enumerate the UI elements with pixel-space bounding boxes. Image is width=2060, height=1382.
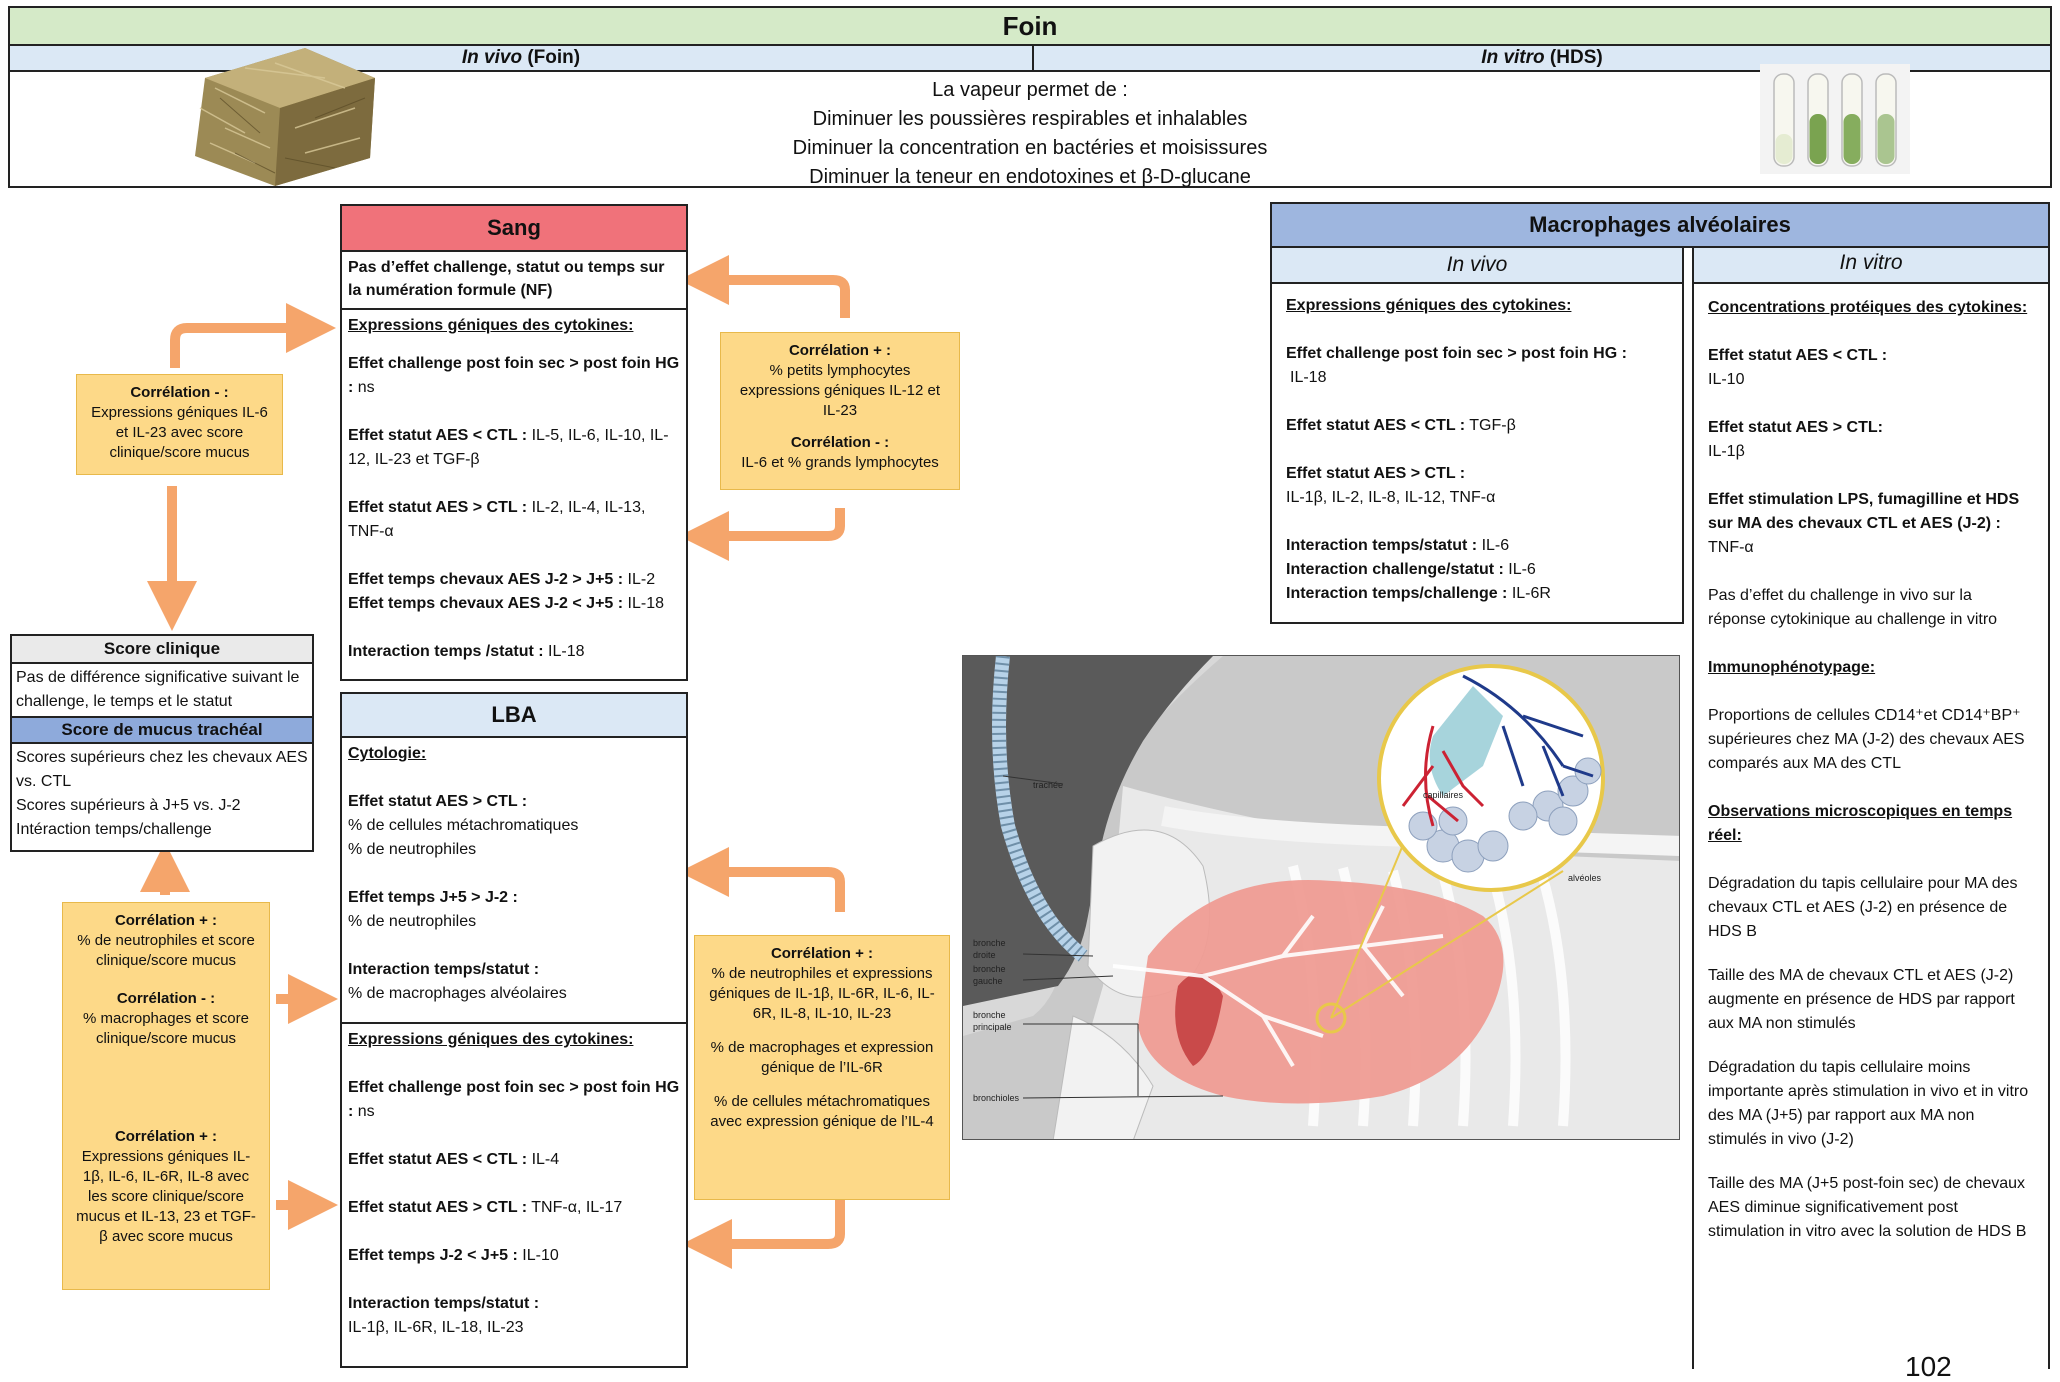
macro-invitro-box: Concentrations protéiques des cytokines:… <box>1692 282 2050 1369</box>
invitro-header-rest: (HDS) <box>1544 47 1603 68</box>
score-mucus-line: Scores supérieurs chez les chevaux AES v… <box>16 749 308 790</box>
macro-invitro-conc-title: Concentrations protéiques des cytokines: <box>1708 299 2028 316</box>
corr-left-top: Corrélation - : Expressions géniques IL-… <box>76 374 283 475</box>
page-number: 102 <box>1905 1351 1952 1382</box>
macro-invivo-header: In vivo <box>1270 246 1684 284</box>
macro-invitro-pas-effet: Pas d’effet du challenge in vivo sur la … <box>1708 587 1998 628</box>
label-bronchioles: bronchioles <box>973 1093 1020 1103</box>
lung-anatomy-svg: trachée capillaires alvéoles bronche dro… <box>963 656 1679 1139</box>
svg-text:principale: principale <box>973 1022 1012 1032</box>
score-mucus-line: Scores supérieurs à J+5 vs. J-2 <box>16 797 241 814</box>
score-clinique-title: Score clinique <box>103 639 221 658</box>
sang-entry: Interaction temps /statut : IL-18 <box>348 643 585 660</box>
corr-lba-right: Corrélation + : % de neutrophiles et exp… <box>694 935 950 1200</box>
svg-text:gauche: gauche <box>973 976 1003 986</box>
invitro-header-em: In vitro <box>1481 47 1545 68</box>
macro-invitro-obs-title: Observations microscopiques en temps rée… <box>1708 803 2013 844</box>
lba-title-box: LBA <box>340 692 688 738</box>
arrow-lba-bottom <box>682 1200 845 1269</box>
foin-title-bar: Foin <box>8 6 2052 46</box>
score-mucus-title: Score de mucus trachéal <box>61 720 263 739</box>
sang-nf-text: Pas d’effet challenge, statut ou temps s… <box>348 259 665 299</box>
lba-expr-title: Expressions géniques des cytokines: <box>348 1031 634 1048</box>
score-clinique-text: Pas de différence significative suivant … <box>16 669 300 710</box>
foin-title: Foin <box>1002 11 1058 41</box>
vapeur-line: Diminuer les poussières respirables et i… <box>812 108 1248 130</box>
macro-invivo-interaction: Interaction challenge/statut : IL-6 <box>1286 561 1536 578</box>
label-alveoles: alvéoles <box>1568 873 1602 883</box>
vapeur-line: La vapeur permet de : <box>932 79 1128 101</box>
macro-invivo-expr-title: Expressions géniques des cytokines: <box>1286 297 1572 314</box>
macro-invitro-header: In vitro <box>1692 246 2050 284</box>
macro-invivo-entry: Effet statut AES < CTL : TGF-β <box>1286 417 1516 434</box>
label-bronche-gauche: bronche <box>973 964 1006 974</box>
sang-nf-box: Pas d’effet challenge, statut ou temps s… <box>340 250 688 310</box>
sang-expr-title: Expressions géniques des cytokines: <box>348 317 634 334</box>
label-bronche-droite: bronche <box>973 938 1006 948</box>
lba-cyto-box: Cytologie: Effet statut AES > CTL : % de… <box>340 736 688 1024</box>
vapeur-line: Diminuer la teneur en endotoxines et β-D… <box>809 166 1251 188</box>
sang-entry: Effet statut AES < CTL : IL-5, IL-6, IL-… <box>348 427 669 468</box>
arrow-sang-bottom <box>679 508 845 561</box>
score-mucus-title-box: Score de mucus trachéal <box>10 716 314 744</box>
corr-left-bottom: Corrélation + : % de neutrophiles et sco… <box>62 902 270 1290</box>
lba-expr-entry: Effet temps J-2 < J+5 : IL-10 <box>348 1247 559 1264</box>
hay-bale-image <box>195 48 375 186</box>
score-clinique-text-box: Pas de différence significative suivant … <box>10 662 314 718</box>
vapeur-line: Diminuer la concentration en bactéries e… <box>792 137 1268 159</box>
macro-invitro-obs: Dégradation du tapis cellulaire moins im… <box>1708 1059 2029 1148</box>
macro-title: Macrophages alvéolaires <box>1529 212 1791 237</box>
sang-entry: Effet challenge post foin sec > post foi… <box>348 355 680 396</box>
lba-expr-entry: Effet challenge post foin sec > post foi… <box>348 1079 680 1120</box>
macro-invitro-obs: Taille des MA de chevaux CTL et AES (J-2… <box>1708 967 2015 1032</box>
lba-expr-box: Expressions géniques des cytokines: Effe… <box>340 1022 688 1368</box>
macro-invivo-entry: Effet statut AES > CTL :IL-1β, IL-2, IL-… <box>1286 465 1496 506</box>
label-trachee: trachée <box>1033 780 1063 790</box>
score-clinique-title-box: Score clinique <box>10 634 314 664</box>
svg-text:droite: droite <box>973 950 996 960</box>
score-mucus-line: Intéraction temps/challenge <box>16 821 212 838</box>
label-capillaires: capillaires <box>1423 790 1464 800</box>
lung-anatomy-illustration: trachée capillaires alvéoles bronche dro… <box>962 655 1680 1140</box>
lba-cyto-entry: Effet temps J+5 > J-2 : % de neutrophile… <box>348 889 518 930</box>
invivo-header-em: In vivo <box>461 47 523 68</box>
score-mucus-text-box: Scores supérieurs chez les chevaux AES v… <box>10 742 314 852</box>
macro-invitro-entry: Effet statut AES > CTL:IL-1β <box>1708 419 1883 460</box>
macro-invitro-title: In vitro <box>1839 251 1903 274</box>
macro-invivo-interaction: Interaction temps/challenge : IL-6R <box>1286 585 1551 602</box>
arrow-sang-top <box>679 255 850 318</box>
sang-entry: Effet statut AES > CTL : IL-2, IL-4, IL-… <box>348 499 646 540</box>
macro-invitro-obs: Taille des MA (J+5 post-foin sec) de che… <box>1708 1175 2027 1240</box>
invivo-header-rest: (Foin) <box>522 47 581 68</box>
macro-invivo-box: Expressions géniques des cytokines: Effe… <box>1270 282 1684 624</box>
lba-cyto-title: Cytologie: <box>348 745 427 762</box>
lba-expr-entry: Interaction temps/statut : IL-1β, IL-6R,… <box>348 1295 540 1336</box>
macro-invivo-title: In vivo <box>1446 253 1508 276</box>
macro-invitro-immuno-text: Proportions de cellules CD14⁺et CD14⁺BP⁺… <box>1708 707 2025 772</box>
macro-invivo-entry: Effet challenge post foin sec > post foi… <box>1286 345 1627 386</box>
test-tubes-image <box>1760 64 1910 174</box>
macro-invivo-interaction: Interaction temps/statut : IL-6 <box>1286 537 1510 554</box>
sang-expr-box: Expressions géniques des cytokines: Effe… <box>340 308 688 681</box>
lba-title: LBA <box>491 702 537 727</box>
sang-entry: Effet temps chevaux AES J-2 > J+5 : IL-2 <box>348 571 656 588</box>
sang-title: Sang <box>487 215 541 240</box>
vapeur-text: La vapeur permet de : Diminuer les pouss… <box>10 76 2050 192</box>
macro-invitro-obs: Dégradation du tapis cellulaire pour MA … <box>1708 875 2018 940</box>
label-bronche-principale: bronche <box>973 1010 1006 1020</box>
lba-cyto-entry: Effet statut AES > CTL : % de cellules m… <box>348 793 579 858</box>
macro-invitro-entry: Effet stimulation LPS, fumagilline et HD… <box>1708 491 2020 556</box>
lba-expr-entry: Effet statut AES > CTL : TNF-α, IL-17 <box>348 1199 623 1216</box>
lba-cyto-entry: Interaction temps/statut : % de macropha… <box>348 961 567 1002</box>
macro-invitro-entry: Effet statut AES < CTL :IL-10 <box>1708 347 1888 388</box>
macro-title-box: Macrophages alvéolaires <box>1270 202 2050 248</box>
sang-entry: Effet temps chevaux AES J-2 < J+5 : IL-1… <box>348 595 664 612</box>
lba-expr-entry: Effet statut AES < CTL : IL-4 <box>348 1151 560 1168</box>
arrow-lba-top <box>679 847 845 912</box>
macro-invitro-immuno-title: Immunophénotypage: <box>1708 659 1876 676</box>
sang-title-box: Sang <box>340 204 688 252</box>
arrow-corr-to-sang <box>170 303 336 368</box>
corr-sang-right: Corrélation + : % petits lymphocytes exp… <box>720 332 960 490</box>
